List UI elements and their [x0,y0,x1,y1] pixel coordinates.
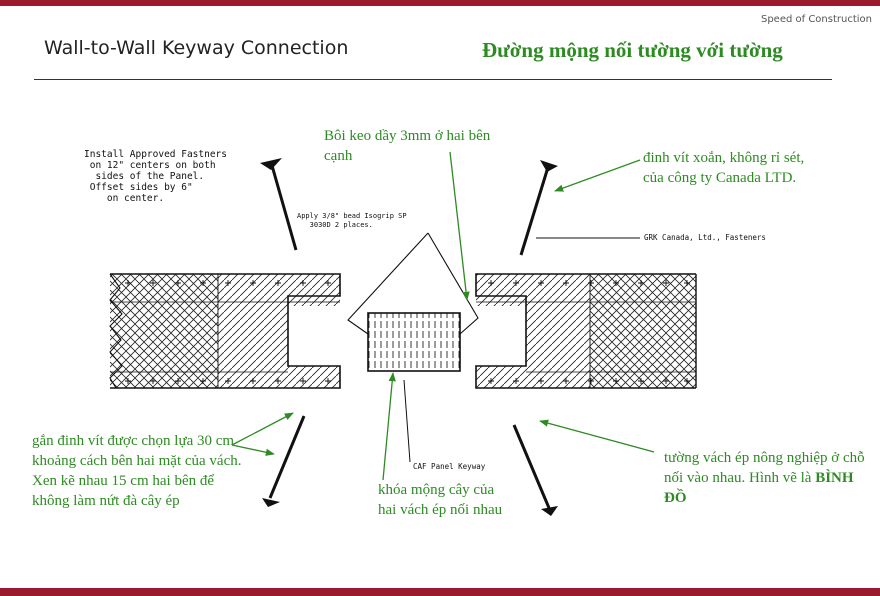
top-accent-bar [0,0,880,6]
keyway-arrow [382,372,396,481]
screw-top-left [260,158,298,251]
glue-annotation: Bôi keo dầy 3mm ở hai bên cạnh [324,128,491,164]
plan-view-label: BÌNH ĐỒ [664,470,854,506]
fastening-annotation: gắn đinh vít được chọn lựa 30 cm khoảng … [32,433,242,509]
left-wall-panel [109,273,341,389]
keyway-drawing-label: CAF Panel Keyway [413,462,486,471]
screw-annotation: đinh vít xoắn, không rỉ sét, của công ty… [643,150,805,186]
fasteners-note: Install Approved Fastners on 12" centers… [84,149,227,204]
grk-fastener-label: GRK Canada, Ltd., Fasteners [644,233,766,242]
bottom-accent-bar [0,588,880,596]
panel-annotation: tường vách ép nông nghiệp ở chỗ nối vào … [664,448,869,508]
fastening-arrow-lower [231,444,275,456]
glue-arrow [449,151,470,301]
page-title-vietnamese: Đường mộng nối tường với tường [482,38,783,62]
right-wall-panel [475,273,697,389]
screw-bottom-left [262,415,306,507]
fastening-arrow-upper [231,412,294,446]
screw-top-right [519,160,558,256]
adhesive-leaders [347,232,479,335]
screw-bottom-right [512,424,558,516]
keyway-spline [367,312,461,372]
keyway-annotation: khóa mộng cây của hai vách ép nối nhau [378,482,503,518]
brand-label: Speed of Construction [760,14,872,25]
adhesive-note: Apply 3/8" bead Isogrip SP 3030D 2 place… [297,212,407,229]
title-divider [34,79,832,80]
screw-arrow [554,159,641,192]
page-title-english: Wall-to-Wall Keyway Connection [44,37,349,59]
keyway-leader-line [403,379,411,463]
panel-arrow [539,419,655,453]
panel-annotation-text: tường vách ép nông nghiệp ở chỗ nối vào … [664,450,865,486]
